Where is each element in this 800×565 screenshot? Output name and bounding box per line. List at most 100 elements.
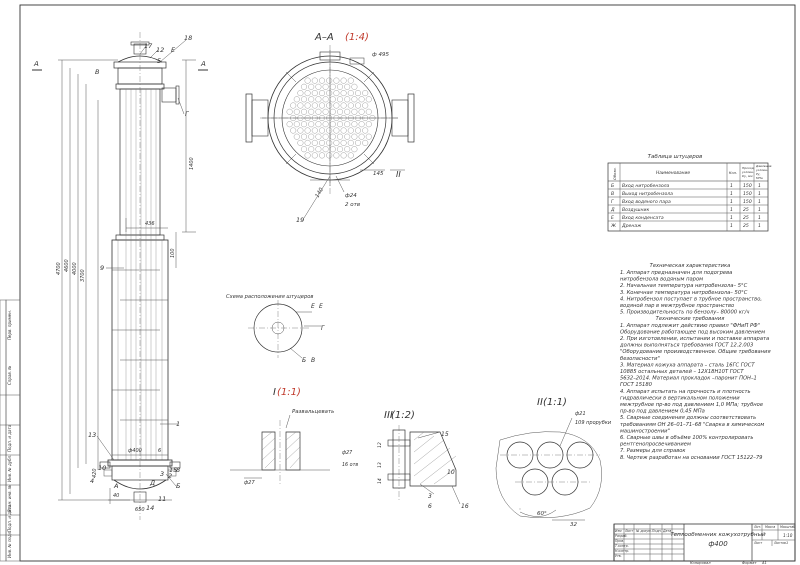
tube-hole <box>365 108 372 115</box>
tube-hole <box>337 83 343 90</box>
nozzle-row-value: 1 <box>758 223 761 229</box>
tube-hole <box>340 102 347 109</box>
req-note: 1. Аппарат подлежит действию правил "ФНи… <box>620 323 760 329</box>
tube-hole <box>358 121 365 128</box>
nozzle-row-code: Г <box>611 199 614 205</box>
tube-hole <box>333 102 340 109</box>
view2-d21: ф21 <box>575 411 586 417</box>
tube-hole <box>301 146 307 153</box>
req-note: рентгенопросвечиванием <box>619 442 691 448</box>
tube-hole <box>301 108 307 115</box>
tube-hole <box>308 121 315 128</box>
main-view: А А <box>32 32 208 520</box>
tube-hole <box>308 133 315 140</box>
dim-650: 650 <box>135 507 145 513</box>
req-note: 4. Аппарат испытать на прочность и плотн… <box>620 389 751 395</box>
pos-10: 10 <box>98 464 106 472</box>
cut-mark-left: А <box>33 60 39 68</box>
nozzle-row-value: 150 <box>743 183 752 189</box>
tube-hole <box>351 133 358 140</box>
pos-8: 8 <box>176 466 180 474</box>
tb-name-2: ф400 <box>708 540 728 548</box>
tube-hole <box>286 121 293 128</box>
nozzle-row-value: 1 <box>758 191 761 197</box>
tube-hole <box>304 127 311 134</box>
nozzle-row-value: 25 <box>743 223 749 229</box>
tube-hole <box>293 96 300 103</box>
tb-date: Дата <box>662 529 671 533</box>
dim-d24: ф24 <box>345 193 357 199</box>
view3-pos16: 16 <box>461 503 469 510</box>
tb-tkontr: Т.контр. <box>615 544 629 548</box>
view3-d14: 14 <box>377 478 383 484</box>
tube-hole <box>319 127 325 134</box>
tube-hole <box>319 102 325 109</box>
tube-hole <box>290 127 297 134</box>
tube-hole <box>347 102 354 109</box>
tb-format-val: А1 <box>761 561 767 565</box>
tube-hole <box>355 127 361 134</box>
view3-pos3: 3 <box>428 493 432 500</box>
side-stamp-sprav: Справ. № <box>7 366 12 385</box>
tube-hole <box>329 133 336 140</box>
nozzle-row-value: 1 <box>758 207 761 213</box>
dim-4000: 4000 <box>72 262 78 275</box>
tube-hole <box>297 139 304 146</box>
dim-3700: 3700 <box>80 269 86 282</box>
pos-5: 5 <box>157 57 161 65</box>
dim-436: 436 <box>145 221 155 227</box>
tube-hole <box>329 96 336 103</box>
tube-hole <box>344 121 351 128</box>
side-stamp-sign1: Подп. и дата <box>7 504 12 532</box>
tb-name-1: Теплообменник кожухотрубный <box>670 532 766 538</box>
scheme-E1: Е <box>311 303 315 310</box>
tube-hole <box>355 102 361 109</box>
nozzle-row-code: Д <box>610 207 615 213</box>
tube-hole <box>344 146 351 153</box>
nozzle-row-value: 25 <box>743 207 749 213</box>
tube-hole <box>315 108 322 115</box>
tube-hole <box>322 96 329 103</box>
nozzle-row-code: Б <box>611 183 614 189</box>
req-note: ГОСТ 15180 <box>620 382 653 388</box>
tube-hole <box>340 77 347 84</box>
nozzle-table-title: Таблица штуцеров <box>648 154 703 160</box>
pos-14: 14 <box>146 504 154 512</box>
tb-razrab: Разраб. <box>615 534 628 538</box>
tube-hole <box>358 108 365 115</box>
nozzle-row-value: 1 <box>730 191 733 197</box>
view2-angle: 60° <box>537 511 547 517</box>
req-note: требованиям ОН 26–01–71–68 "Сварка в хим… <box>620 422 764 428</box>
pos-E: Е <box>171 46 176 54</box>
section-aa-label: А–А <box>314 32 334 43</box>
nozzle-row-code: Е <box>611 215 614 221</box>
view3-d27: ф27 <box>342 450 352 456</box>
nozzle-row-code: В <box>611 191 614 197</box>
tb-scale: 1:10 <box>783 533 793 538</box>
req-note: 5632–2014. Материал прокладок –паронит П… <box>620 376 757 382</box>
tube-hole <box>333 90 340 97</box>
nozzle-row-code: Ж <box>610 223 617 229</box>
tube-hole <box>286 108 293 115</box>
nozzle-scheme-title: Схема расположения штуцеров <box>226 294 314 300</box>
side-stamp-perv: Перв. примен. <box>7 310 12 340</box>
tube-hole <box>315 146 322 153</box>
view3-label: III <box>384 410 393 421</box>
tube-hole <box>340 127 347 134</box>
tube-hole <box>311 90 318 97</box>
tb-sign: Подп. <box>652 529 662 533</box>
tube-hole <box>297 90 304 97</box>
tube-hole <box>297 102 304 109</box>
side-stamp-inv: Инв. № подл. <box>7 530 12 558</box>
view3-holes16: 16 отв <box>342 462 358 468</box>
req-note: "Оборудование производственное. Общие тр… <box>620 349 771 355</box>
tube-hole <box>315 133 322 140</box>
side-stamp-vzam: Взам. инв. № <box>7 485 12 512</box>
tech-title: Техническая характеристика <box>650 263 731 269</box>
tube-hole <box>362 90 369 97</box>
view3-pos10: 10 <box>447 469 455 476</box>
tube-hole <box>362 127 369 134</box>
req-note: 2. При изготовлении, испытании и поставк… <box>620 336 769 342</box>
title-block: Изм Лист № докум. Подп. Дата Разраб. Про… <box>613 523 796 565</box>
